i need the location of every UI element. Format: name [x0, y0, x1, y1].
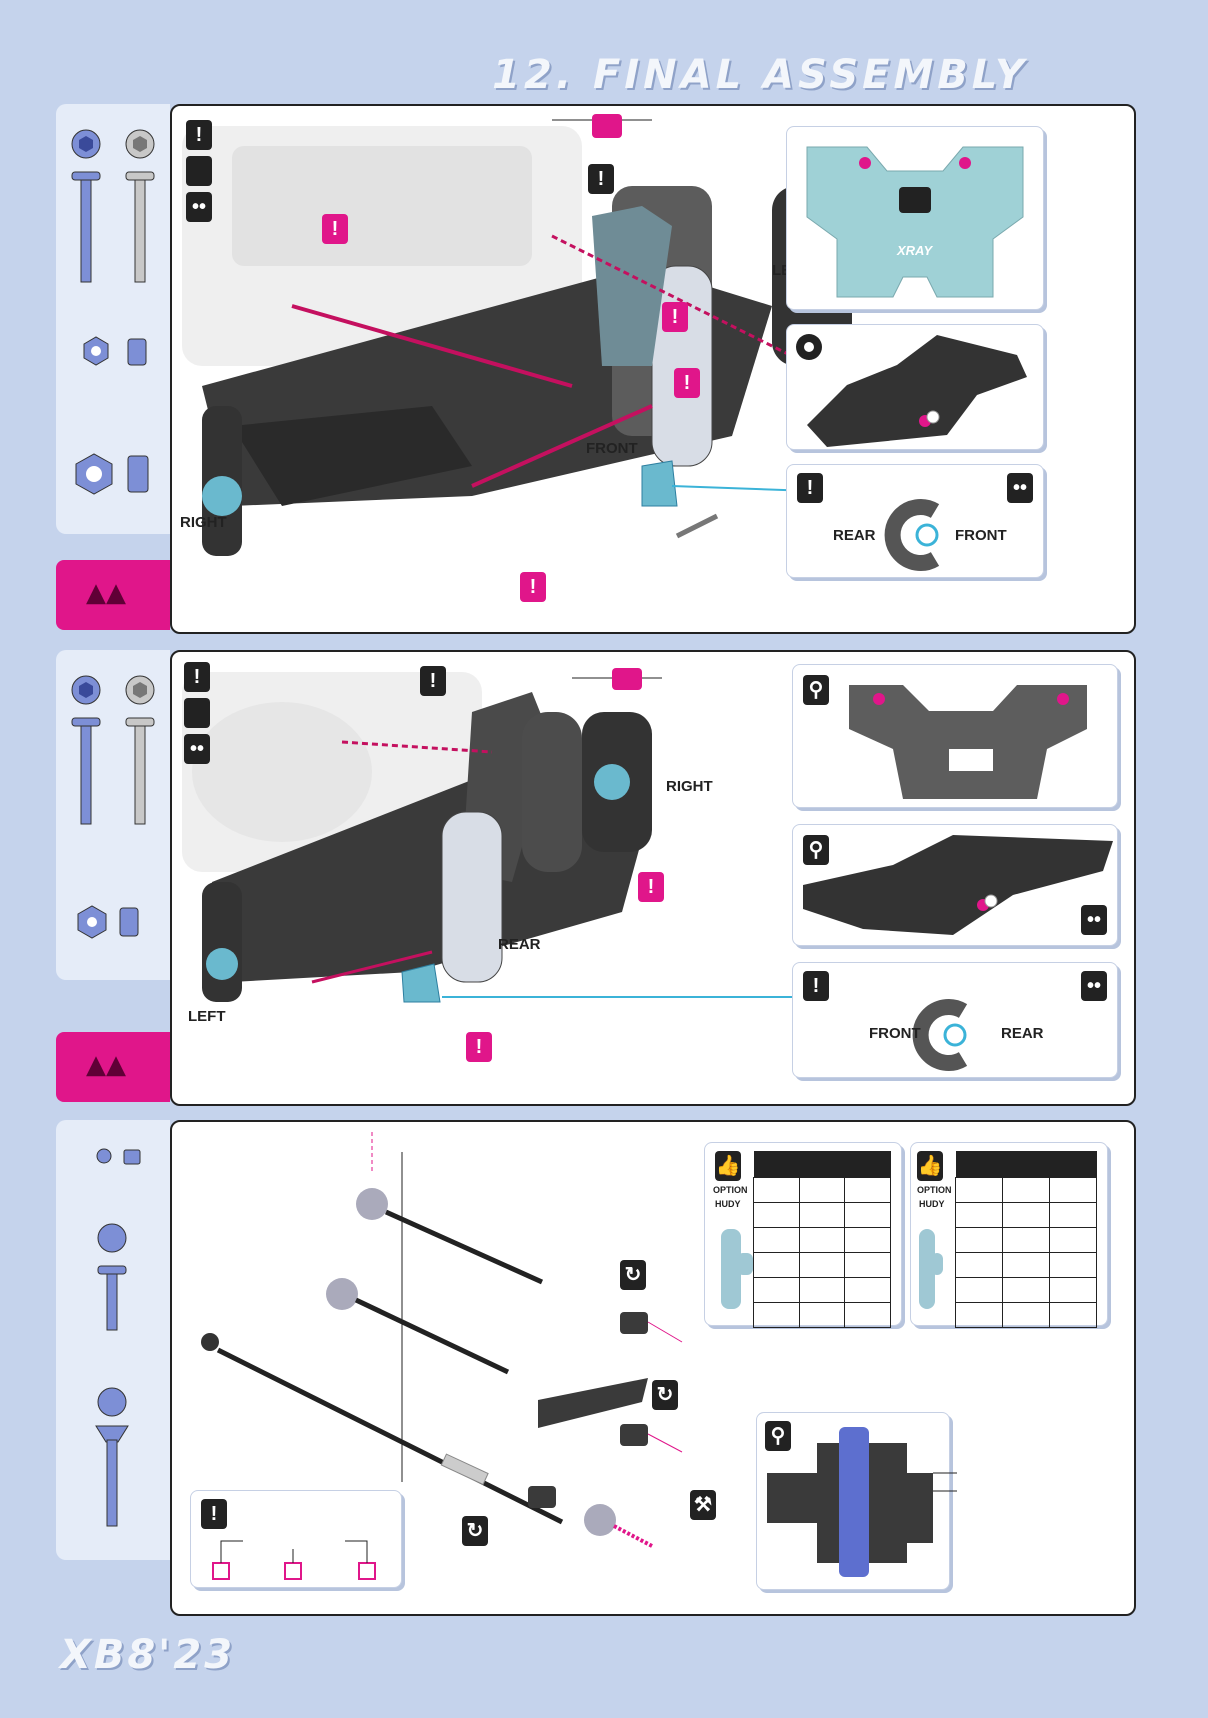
label-front-direction-rear: FRONT: [869, 1025, 921, 1042]
hardware-parts-icon: [56, 104, 170, 534]
warning-icon-bolt: !: [520, 572, 546, 602]
footer-logo: XB8'23: [60, 1632, 235, 1678]
rear-arm-illustration: [793, 825, 1117, 945]
rear-tower-illustration: [793, 665, 1117, 807]
rotation-icon-1: ↻: [620, 1260, 646, 1290]
inset-front-arm: [786, 324, 1044, 450]
pair-icon-rear: ••: [184, 734, 210, 764]
rotation-icon-3: ↻: [462, 1516, 488, 1546]
front-assembly-panel: ! •• ! ! ! ! ! LEFT FRONT RIGHT XRAY ! •…: [170, 104, 1136, 634]
hardware-sidebar-rear: [56, 650, 170, 980]
position-options-icon: [191, 1491, 401, 1587]
hardware-sidebar-front: [56, 104, 170, 534]
warning-icon-rear: !: [184, 662, 210, 692]
inset-shock-tower: XRAY: [786, 126, 1044, 310]
label-rear-direction: REAR: [833, 527, 876, 544]
warning-icon-arm: !: [674, 368, 700, 398]
spacer-orientation-icon: [787, 465, 1043, 577]
warning-icon-rear-bolt: !: [466, 1032, 492, 1062]
label-right: RIGHT: [180, 514, 227, 531]
wrench-icon: ⚒: [690, 1490, 716, 1520]
hardware-parts-icon-bottom: [56, 1120, 170, 1560]
label-rear-left: LEFT: [188, 1008, 226, 1025]
label-rear-direction-rear: REAR: [1001, 1025, 1044, 1042]
front-arm-illustration: [787, 325, 1043, 449]
shock-tower-illustration: [787, 127, 1043, 309]
option-grid-1: [753, 1151, 891, 1328]
info-icon-rear: [184, 698, 210, 728]
inset-rear-arm: ⚲ ••: [792, 824, 1118, 946]
tower-logo: XRAY: [897, 243, 932, 258]
pair-icon: ••: [186, 192, 212, 222]
warning-icon-rear-arm: !: [638, 872, 664, 902]
inset-rear-tower: ⚲: [792, 664, 1118, 808]
info-icon: [186, 156, 212, 186]
option-table-1: 👍 OPTION HUDY: [704, 1142, 902, 1326]
label-rear-right: RIGHT: [666, 778, 713, 795]
rear-section-tag: ▲▲: [56, 1032, 170, 1102]
label-front: FRONT: [586, 440, 638, 457]
rear-assembly-panel: ! •• ! ! ! RIGHT REAR LEFT ⚲ ⚲ •• ! •• F…: [170, 650, 1136, 1106]
inset-front-direction: ! •• REAR FRONT: [786, 464, 1044, 578]
tag-icon-rear: ▲▲: [86, 1050, 126, 1080]
hardware-parts-icon-rear: [56, 650, 170, 980]
page-title: 12. FINAL ASSEMBLY: [492, 52, 1028, 98]
label-rear-rear: REAR: [498, 936, 541, 953]
inset-rear-direction: ! •• FRONT REAR: [792, 962, 1118, 1078]
warning-icon-spacer-right: !: [662, 302, 688, 332]
label-front-direction: FRONT: [955, 527, 1007, 544]
tag-icon: ▲▲: [86, 578, 126, 608]
warning-icon: !: [186, 120, 212, 150]
option-table-2: 👍 OPTION HUDY: [910, 1142, 1108, 1326]
warning-icon-center: !: [588, 164, 614, 194]
option-grid-2: [955, 1151, 1097, 1328]
linkage-assembly-panel: 👍 OPTION HUDY 👍 OPTION HUDY ⚲: [170, 1120, 1136, 1616]
rotation-icon-2: ↻: [652, 1380, 678, 1410]
spacer-orientation-icon-rear: [793, 963, 1117, 1077]
inset-warning-ballstud: !: [190, 1490, 402, 1588]
pivot-detail-illustration: [757, 1413, 949, 1589]
front-section-tag: ▲▲: [56, 560, 170, 630]
inset-detail-zoom: ⚲: [756, 1412, 950, 1590]
warning-icon-rear-center: !: [420, 666, 446, 696]
hardware-sidebar-bottom: [56, 1120, 170, 1560]
warning-icon-spacer: !: [322, 214, 348, 244]
